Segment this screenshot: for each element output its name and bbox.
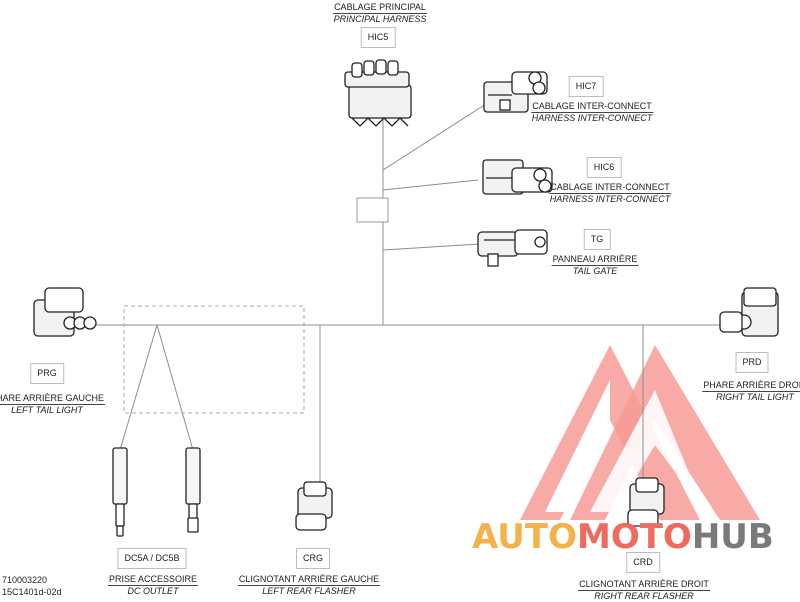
watermark-text: AUTOMOTOHUB [472, 517, 774, 557]
crg-code: CRG [296, 548, 330, 569]
hic5-label-en: PRINCIPAL HARNESS [333, 14, 427, 24]
hic6-label-fr: CABLAGE INTER-CONNECT [549, 182, 671, 194]
wire-harness [95, 94, 740, 485]
prg-code: PRG [30, 363, 64, 384]
hic6-label-en: HARNESS INTER-CONNECT [549, 194, 671, 204]
dc-outlet-bracket [123, 305, 305, 414]
prd-label: PHARE ARRIÈRE DROIT RIGHT TAIL LIGHT [702, 380, 800, 403]
part-number-line1: 710003220 [2, 575, 48, 585]
hic5-connector-icon [344, 59, 412, 127]
crg-label: CLIGNOTANT ARRIÈRE GAUCHE LEFT REAR FLAS… [237, 574, 381, 597]
dc-label-en: DC OUTLET [127, 586, 179, 596]
watermark-part-auto: AUTO [472, 517, 577, 557]
tg-connector-icon [477, 229, 548, 267]
crd-label: CLIGNOTANT ARRIÈRE DROIT RIGHT REAR FLAS… [578, 579, 710, 602]
prg-label: PHARE ARRIÈRE GAUCHE LEFT TAIL LIGHT [0, 393, 106, 416]
prd-code: PRD [735, 352, 769, 373]
dc5a-pin-icon [112, 447, 128, 537]
tg-label: PANNEAU ARRIÈRE TAIL GATE [551, 254, 639, 277]
crd-label-fr: CLIGNOTANT ARRIÈRE DROIT [578, 579, 710, 591]
hic6-connector-icon [482, 159, 553, 195]
crg-label-en: LEFT REAR FLASHER [262, 586, 356, 596]
hic6-code: HIC6 [586, 157, 622, 178]
crd-label-en: RIGHT REAR FLASHER [594, 591, 694, 601]
watermark-part-hub: HUB [691, 517, 774, 557]
crg-label-fr: CLIGNOTANT ARRIÈRE GAUCHE [237, 574, 381, 586]
tg-label-en: TAIL GATE [572, 266, 618, 276]
prd-label-en: RIGHT TAIL LIGHT [716, 392, 794, 402]
crd-connector-icon [627, 477, 665, 527]
dc-label: PRISE ACCESSOIRE DC OUTLET [107, 574, 199, 597]
prg-label-fr: PHARE ARRIÈRE GAUCHE [0, 393, 106, 405]
dc5b-pin-icon [185, 447, 201, 533]
prg-label-en: LEFT TAIL LIGHT [11, 405, 83, 415]
dc-code: DC5A / DC5B [117, 548, 187, 569]
junction-box [356, 197, 389, 223]
hic5-label-fr: CABLAGE PRINCIPAL [333, 2, 427, 14]
watermark-logo [520, 345, 760, 520]
tg-label-fr: PANNEAU ARRIÈRE [551, 254, 639, 266]
hic5-label: CABLAGE PRINCIPAL PRINCIPAL HARNESS [333, 2, 427, 25]
tg-code: TG [583, 229, 611, 250]
part-number-line2: 15C1401d-02d [2, 587, 62, 597]
watermark-part-moto: MOTO [576, 517, 692, 557]
hic7-label: CABLAGE INTER-CONNECT HARNESS INTER-CONN… [531, 101, 653, 124]
hic7-label-fr: CABLAGE INTER-CONNECT [531, 101, 653, 113]
prd-label-fr: PHARE ARRIÈRE DROIT [702, 380, 800, 392]
hic5-code: HIC5 [360, 27, 396, 48]
crd-code: CRD [626, 552, 660, 573]
prd-connector-icon [719, 287, 779, 337]
hic7-label-en: HARNESS INTER-CONNECT [531, 113, 653, 123]
hic6-label: CABLAGE INTER-CONNECT HARNESS INTER-CONN… [549, 182, 671, 205]
crg-connector-icon [295, 481, 333, 531]
hic7-code: HIC7 [568, 76, 604, 97]
hic7-connector-icon [483, 71, 548, 113]
prg-connector-icon [33, 287, 97, 337]
dc-label-fr: PRISE ACCESSOIRE [107, 574, 199, 586]
